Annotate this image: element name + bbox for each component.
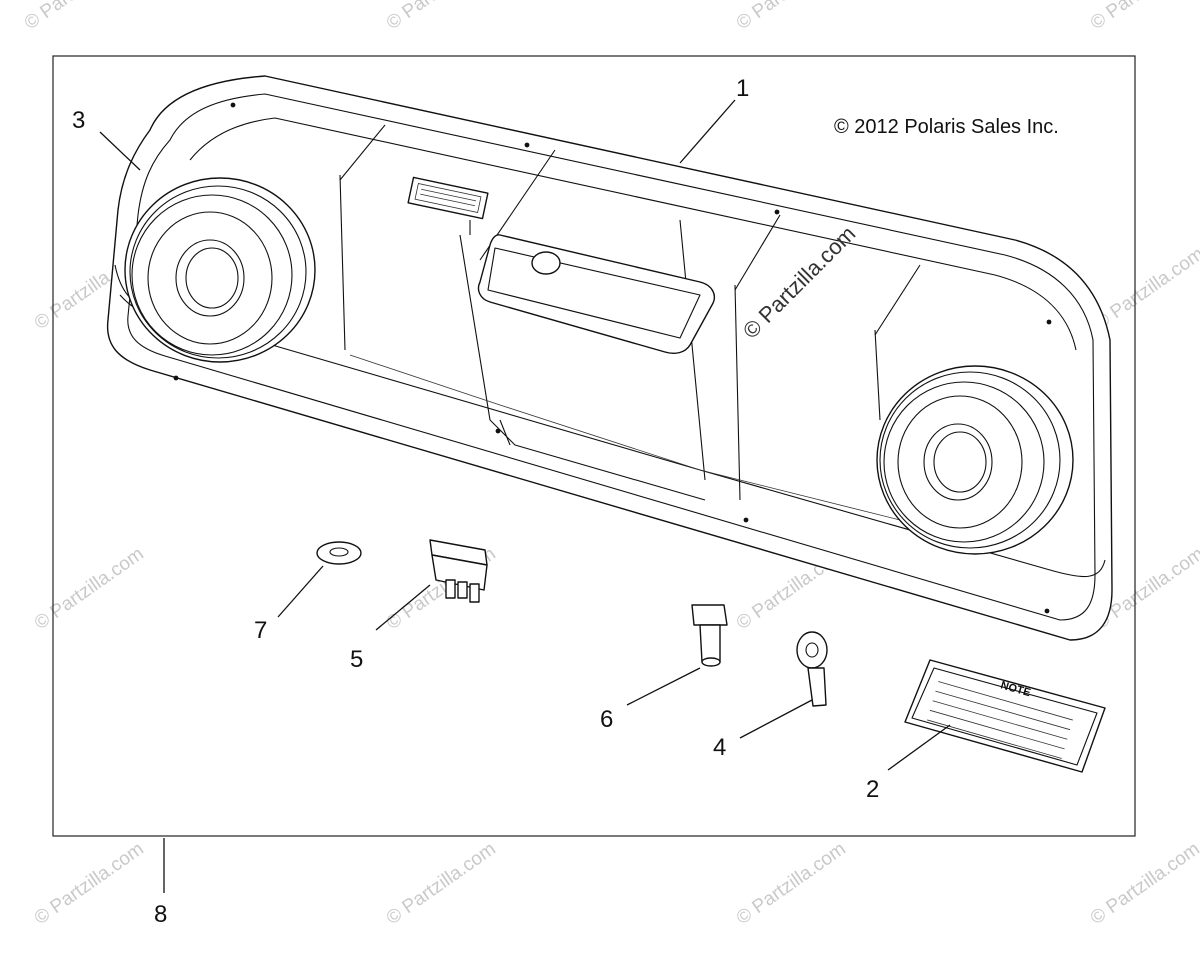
left-speaker-pod [124, 177, 316, 363]
leader-lines [99, 99, 951, 893]
callout-4[interactable]: 4 [713, 734, 726, 761]
watermark: © Partzilla.com [1087, 838, 1200, 929]
callout-1[interactable]: 1 [736, 75, 749, 102]
copyright-text: © 2012 Polaris Sales Inc. [834, 116, 1059, 138]
watermark: © Partzilla.com [31, 543, 148, 634]
dash-panel-assembly[interactable] [106, 75, 1113, 641]
watermark: © Partzilla.com [383, 838, 500, 929]
callout-3[interactable]: 3 [72, 107, 85, 134]
callout-2[interactable]: 2 [866, 776, 879, 803]
watermark: © Partzilla.com [21, 0, 138, 34]
ring-terminal-part[interactable] [796, 631, 828, 707]
connector-part[interactable] [691, 604, 728, 667]
note-decal-part[interactable]: NOTE [904, 659, 1106, 773]
callout-7[interactable]: 7 [254, 617, 267, 644]
right-speaker-pod [876, 365, 1074, 555]
watermark: © Partzilla.com [733, 838, 850, 929]
grommet-part[interactable] [316, 541, 362, 565]
watermark: © Partzilla.com [733, 0, 850, 34]
callout-labels: 1 2 3 4 5 6 7 8 [72, 75, 879, 928]
diagram-frame [52, 55, 1136, 837]
callout-6[interactable]: 6 [600, 706, 613, 733]
watermark: © Partzilla.com [383, 0, 500, 34]
callout-5[interactable]: 5 [350, 646, 363, 673]
watermark: © Partzilla.com [1091, 243, 1200, 334]
callout-8[interactable]: 8 [154, 901, 167, 928]
watermark: © Partzilla.com [1087, 0, 1200, 34]
fuse-part[interactable] [429, 539, 488, 603]
watermark: © Partzilla.com [31, 838, 148, 929]
